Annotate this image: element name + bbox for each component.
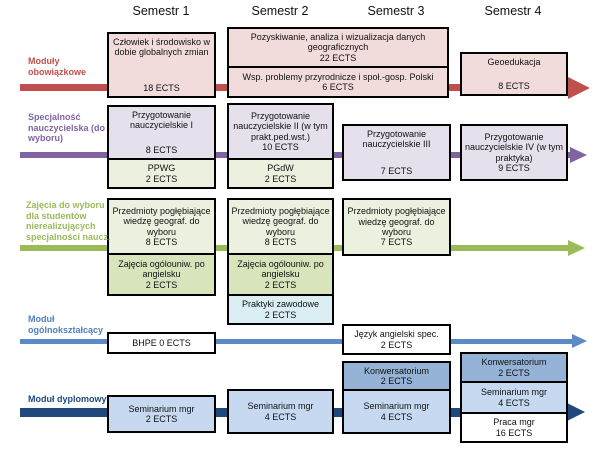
course-title: Przygotowanie nauczycielskie II (w tym p… xyxy=(233,110,328,142)
course-ects: 2 ECTS xyxy=(145,173,178,184)
course-box-pozyskiwanie-danych: Pozyskiwanie, analiza i wizualizacja dan… xyxy=(227,27,449,68)
course-title: Wsp. problemy przyrodnicze i społ.-gosp.… xyxy=(242,71,434,82)
course-ects: 7 ECTS xyxy=(380,165,413,176)
course-ects: 2 ECTS xyxy=(145,279,178,290)
course-title: Przygotowanie nauczycielskie I xyxy=(129,110,194,131)
course-box-przedmioty-s3: Przedmioty pogłębiające wiedzę geograf. … xyxy=(342,198,451,256)
module-label-mandatory: Moduły obowiązkowe xyxy=(28,56,87,77)
course-box-przygotowanie-4: Przygotowanie nauczycielskie IV (w tym p… xyxy=(460,124,568,181)
course-title: PGdW xyxy=(267,163,294,174)
course-box-pgdw: PGdW 2 ECTS xyxy=(227,158,334,189)
course-title: Zajęcia ogólouniw. po angielsku xyxy=(237,258,324,280)
semester-header-4: Semestr 4 xyxy=(484,4,542,18)
course-title: Przygotowanie nauczycielskie IV (w tym p… xyxy=(464,131,564,163)
course-title: Przedmioty pogłębiające wiedzę geograf. … xyxy=(347,206,446,237)
course-box-przygotowanie-3: Przygotowanie nauczycielskie III 7 ECTS xyxy=(342,124,451,181)
course-title: Praca mgr xyxy=(493,417,535,428)
semester-header-1: Semestr 1 xyxy=(132,4,190,18)
course-title: Przygotowanie nauczycielskie III xyxy=(362,129,431,150)
course-ects: 7 ECTS xyxy=(380,237,413,248)
arrow-right-icon xyxy=(568,77,590,99)
course-title: Pozyskiwanie, analiza i wizualizacja dan… xyxy=(250,31,426,53)
course-box-seminarium-s1: Seminarium mgr 2 ECTS xyxy=(107,395,216,433)
course-title: Seminarium mgr xyxy=(363,401,430,412)
arrow-right-icon xyxy=(572,334,587,348)
course-ects: 4 ECTS xyxy=(498,397,530,408)
course-title: BHPE 0 ECTS xyxy=(132,337,191,348)
course-box-konwersatorium-s3: Konwersatorium 2 ECTS xyxy=(342,361,451,391)
module-label-elective: Zajęcia do wyboru dla studentów niereali… xyxy=(26,200,111,242)
course-title: Konwersatorium xyxy=(363,365,430,376)
course-title: Seminarium mgr xyxy=(247,401,314,412)
semester-header-3: Semestr 3 xyxy=(367,4,425,18)
course-ects: 10 ECTS xyxy=(262,141,299,152)
course-ects: 18 ECTS xyxy=(143,82,180,93)
course-title: Człowiek i środowisko w dobie globalnych… xyxy=(112,37,211,58)
course-box-przedmioty-s2: Przedmioty pogłębiające wiedzę geograf. … xyxy=(227,198,334,255)
course-ects: 2 ECTS xyxy=(264,279,297,290)
course-box-seminarium-s3: Seminarium mgr 4 ECTS xyxy=(342,389,451,434)
course-box-przygotowanie-1: Przygotowanie nauczycielskie I 8 ECTS xyxy=(107,105,216,160)
module-label-teacher-specialty: Specjalność nauczycielska (do wyboru) xyxy=(28,112,106,144)
course-box-zajecia-angielski-s1: Zajęcia ogólouniw. po angielsku 2 ECTS xyxy=(107,253,216,296)
arrow-bar xyxy=(20,339,572,344)
course-box-przedmioty-s1: Przedmioty pogłębiające wiedzę geograf. … xyxy=(107,198,216,255)
course-box-seminarium-s4: Seminarium mgr 4 ECTS xyxy=(460,381,568,414)
course-title: Język angielski spec. xyxy=(354,329,439,340)
course-ects: 16 ECTS xyxy=(495,427,533,438)
course-ects: 2 ECTS xyxy=(380,376,413,386)
course-ects: 2 ECTS xyxy=(264,309,297,320)
course-title: Konwersatorium xyxy=(481,357,547,368)
course-ects: 9 ECTS xyxy=(498,162,530,173)
course-box-zajecia-angielski-s2: Zajęcia ogólouniw. po angielsku 2 ECTS xyxy=(227,253,334,296)
course-ects: 4 ECTS xyxy=(264,411,297,422)
course-title: Przedmioty pogłębiające wiedzę geograf. … xyxy=(112,205,211,237)
course-ects: 8 ECTS xyxy=(264,236,297,247)
course-ects: 4 ECTS xyxy=(380,411,413,422)
course-title: Zajęcia ogólouniw. po angielsku xyxy=(118,258,205,280)
arrow-right-icon xyxy=(570,147,587,163)
course-title: Praktyki zawodowe xyxy=(241,299,320,310)
course-ects: 8 ECTS xyxy=(145,144,178,155)
course-title: Seminarium mgr xyxy=(128,403,195,414)
module-label-general-education: Moduł ogólnokształcący xyxy=(28,314,104,335)
course-box-praca-mgr: Praca mgr 16 ECTS xyxy=(460,412,568,443)
course-title: PPWG xyxy=(147,163,176,174)
course-box-jezyk-angielski-spec: Język angielski spec. 2 ECTS xyxy=(342,324,451,355)
course-title: Geoedukacja xyxy=(487,57,541,67)
semester-header-2: Semestr 2 xyxy=(251,4,309,18)
course-box-seminarium-s2: Seminarium mgr 4 ECTS xyxy=(227,389,334,434)
course-title: Seminarium mgr xyxy=(480,387,547,398)
course-ects: 6 ECTS xyxy=(322,82,354,92)
course-box-czlowiek-i-srodowisko: Człowiek i środowisko w dobie globalnych… xyxy=(107,32,216,98)
arrow-right-icon xyxy=(568,240,585,256)
course-box-praktyki-zawodowe: Praktyki zawodowe 2 ECTS xyxy=(227,294,334,325)
course-box-geoedukacja: Geoedukacja 8 ECTS xyxy=(460,52,568,96)
module-label-diploma: Moduł dyplomowy xyxy=(28,394,107,404)
course-box-ppwg: PPWG 2 ECTS xyxy=(107,158,216,189)
course-box-wsp-problemy: Wsp. problemy przyrodnicze i społ.-gosp.… xyxy=(227,66,449,98)
course-ects: 22 ECTS xyxy=(319,52,357,63)
course-box-bhpe: BHPE 0 ECTS xyxy=(107,332,216,354)
arrow-right-icon xyxy=(567,403,585,421)
course-ects: 2 ECTS xyxy=(380,339,413,350)
course-ects: 2 ECTS xyxy=(498,367,530,378)
course-ects: 8 ECTS xyxy=(145,236,178,247)
course-ects: 2 ECTS xyxy=(264,173,297,184)
course-box-konwersatorium-s4: Konwersatorium 2 ECTS xyxy=(460,352,568,383)
course-ects: 8 ECTS xyxy=(498,80,530,91)
course-title: Przedmioty pogłębiające wiedzę geograf. … xyxy=(231,205,330,237)
course-ects: 2 ECTS xyxy=(145,414,178,424)
course-box-przygotowanie-2: Przygotowanie nauczycielskie II (w tym p… xyxy=(227,103,334,160)
